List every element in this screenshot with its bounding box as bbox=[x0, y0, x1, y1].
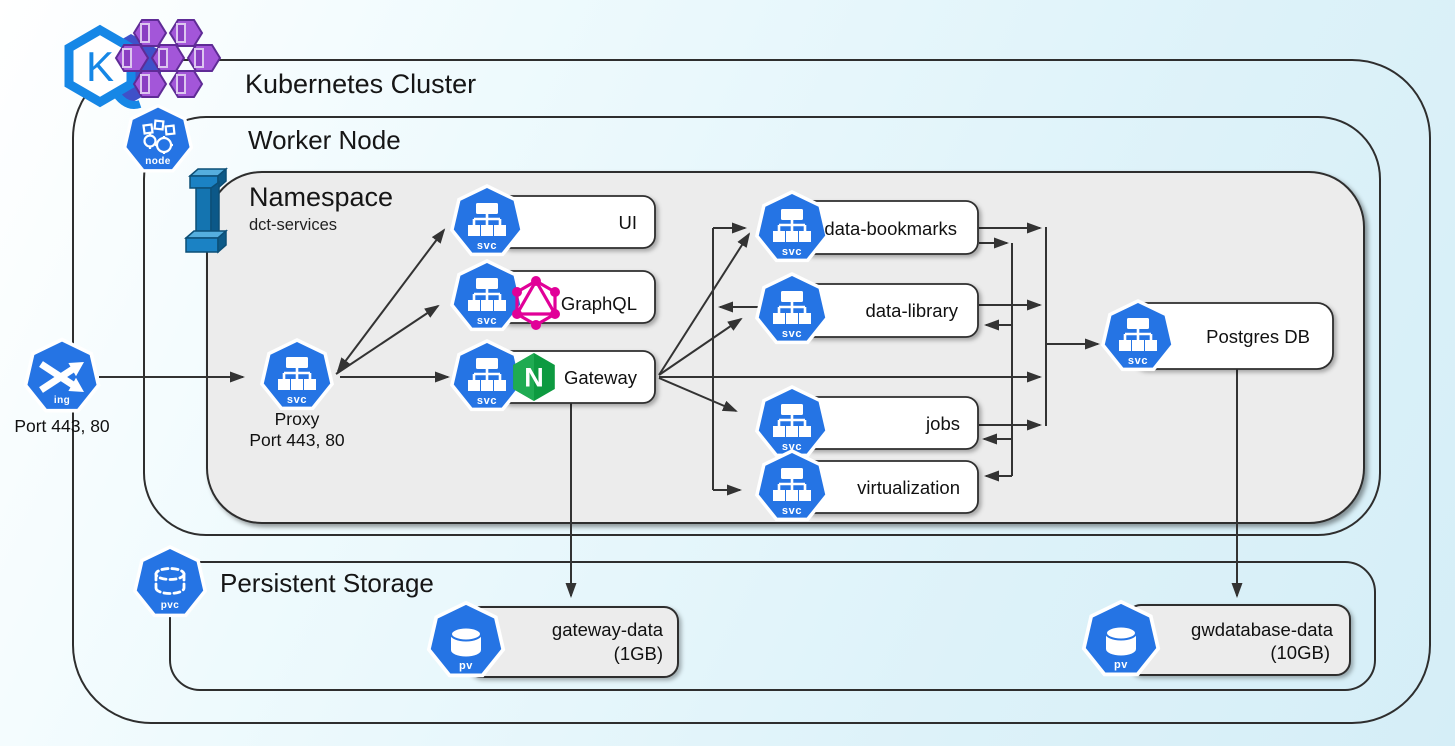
svc-icon: svc bbox=[262, 340, 332, 408]
gwdatabase-data-name: gwdatabase-data bbox=[1191, 619, 1334, 640]
node-icon: node bbox=[122, 104, 194, 173]
namespace-title: Namespace bbox=[249, 182, 393, 212]
namespace-box bbox=[206, 171, 1365, 524]
svc-icon: svc bbox=[452, 341, 522, 409]
svc-icon: svc bbox=[1103, 301, 1173, 369]
proxy-ports-caption: Port 443, 80 bbox=[249, 430, 345, 450]
svc-icon-label: svc bbox=[782, 441, 802, 453]
ingress-ports-caption: Port 443, 80 bbox=[14, 416, 110, 436]
node-icon-label: node bbox=[145, 156, 171, 167]
persistent-storage-title: Persistent Storage bbox=[220, 568, 434, 598]
containers-icon bbox=[115, 19, 221, 98]
k8s-letter: K bbox=[86, 43, 114, 90]
worker-node-box bbox=[143, 116, 1381, 536]
data-bookmarks-label: data-bookmarks bbox=[824, 218, 957, 239]
virtualization-label: virtualization bbox=[857, 477, 960, 498]
gateway-data-size: (1GB) bbox=[614, 643, 663, 664]
postgres-label: Postgres DB bbox=[1206, 326, 1310, 347]
svc-icon: svc bbox=[757, 274, 827, 342]
ui-label: UI bbox=[619, 212, 638, 233]
svc-icon: svc bbox=[452, 261, 522, 329]
gwdatabase-data-box bbox=[1126, 604, 1351, 676]
svc-icon: svc bbox=[452, 186, 522, 254]
svc-icon-label: svc bbox=[782, 246, 802, 258]
jobs-label: jobs bbox=[925, 413, 960, 434]
ingress-icon: ing bbox=[23, 337, 101, 413]
pv-icon-label: pv bbox=[459, 660, 473, 672]
svc-icon-label: svc bbox=[782, 505, 802, 517]
svc-icon: svc bbox=[757, 451, 827, 519]
data-library-label: data-library bbox=[865, 300, 958, 321]
svc-icon-label: svc bbox=[477, 315, 497, 327]
pv-icon: pv bbox=[429, 603, 503, 676]
svc-icon-label: svc bbox=[287, 394, 307, 406]
svc-icon-label: svc bbox=[477, 240, 497, 252]
svc-icon: svc bbox=[757, 387, 827, 455]
proxy-name: Proxy bbox=[275, 409, 320, 429]
svc-icon: svc bbox=[757, 192, 827, 260]
nginx-letter: N bbox=[524, 363, 544, 393]
edge-gateway-to-jobs bbox=[658, 377, 738, 412]
edge-gateway-to-bookmarks bbox=[658, 232, 751, 376]
svc-icon-label: svc bbox=[782, 328, 802, 340]
nginx-logo-icon: N bbox=[513, 353, 555, 401]
gateway-label: Gateway bbox=[564, 367, 638, 388]
svc-icon-label: svc bbox=[1128, 355, 1148, 367]
namespace-pillar-icon bbox=[184, 167, 228, 254]
persistent-storage-box bbox=[169, 561, 1376, 691]
diagram-edges bbox=[99, 222, 1243, 598]
graphql-label: GraphQL bbox=[561, 293, 637, 314]
pv-icon: pv bbox=[1084, 602, 1158, 675]
gwdatabase-data-size: (10GB) bbox=[1270, 642, 1330, 663]
gateway-data-name: gateway-data bbox=[552, 619, 664, 640]
edge-proxy-to-graphql bbox=[335, 304, 440, 375]
pvc-icon: pvc bbox=[133, 545, 207, 618]
pv-icon-label: pv bbox=[1114, 659, 1128, 671]
namespace-subtitle: dct-services bbox=[249, 216, 337, 234]
edge-proxy-ui-bidirectional bbox=[336, 228, 446, 373]
graphql-logo-icon bbox=[512, 276, 560, 330]
ingress-icon-label: ing bbox=[54, 395, 70, 406]
svc-icon-label: svc bbox=[477, 395, 497, 407]
pvc-icon-label: pvc bbox=[161, 600, 179, 611]
cluster-title: Kubernetes Cluster bbox=[245, 69, 476, 99]
edge-gateway-to-library bbox=[658, 317, 743, 376]
worker-node-title: Worker Node bbox=[248, 125, 401, 155]
